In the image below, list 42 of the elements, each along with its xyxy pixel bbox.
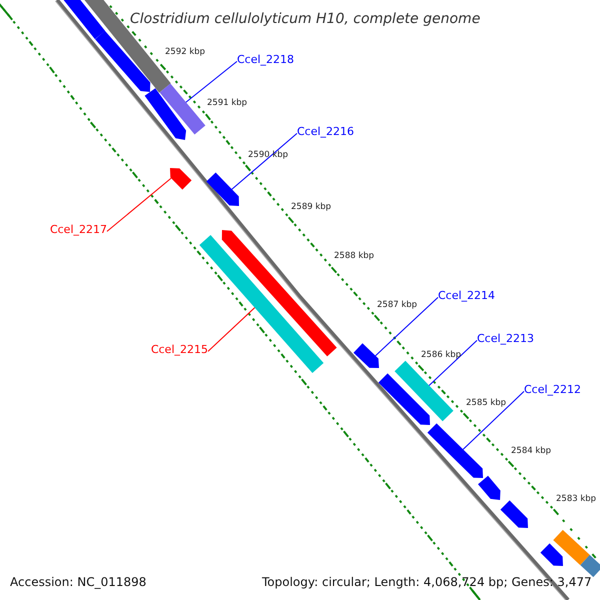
gene-feature	[206, 172, 239, 206]
tick-label: 2592 kbp	[165, 47, 206, 58]
genome-info-text: Accession: NC_011898	[10, 575, 146, 590]
genome-info-text: Topology: circular; Length: 4,068,724 bp; Genes: 3,477	[262, 575, 592, 590]
gene-feature	[144, 88, 186, 140]
gene-feature	[170, 168, 192, 190]
gene-feature	[580, 554, 600, 578]
tick-label: 2586 kbp	[421, 350, 462, 361]
gene-label: Ccel_2217	[50, 223, 107, 237]
leader-line	[185, 60, 238, 103]
gene-feature	[478, 476, 500, 500]
tick-label: 2590 kbp	[248, 150, 288, 161]
gene-label: Ccel_2213	[477, 332, 534, 346]
leader-line	[462, 390, 524, 450]
tick-label: 2584 kbp	[511, 446, 552, 457]
leader-line	[428, 340, 478, 386]
gene-label: Ccel_2218	[237, 53, 294, 67]
leader-line	[208, 307, 256, 352]
gene-feature	[95, 30, 150, 92]
gene-label: Ccel_2215	[150, 343, 208, 357]
gene-feature	[394, 360, 454, 422]
tick-label: 2588 kbp	[334, 251, 374, 262]
tick-label: 2589 kbp	[291, 202, 332, 213]
gene-feature	[354, 343, 379, 368]
tick-label: 2587 kbp	[377, 300, 418, 311]
gene-feature	[553, 530, 590, 566]
tick-label: 2583 kbp	[556, 494, 596, 505]
gene-feature	[540, 543, 563, 566]
gene-label: Ccel_2216	[297, 125, 354, 139]
leader-line	[375, 296, 438, 356]
gene-feature	[500, 500, 528, 528]
leader-line	[106, 178, 172, 232]
gene-feature	[160, 84, 206, 134]
gene-feature	[62, 0, 106, 40]
map-title: Clostridium cellulolyticum H10, complete genome	[130, 10, 480, 29]
gene-label: Ccel_2212	[524, 383, 582, 397]
gene-label: Ccel_2214	[438, 289, 496, 303]
tick-label: 2591 kbp	[207, 98, 248, 109]
gene-feature	[378, 373, 430, 425]
gene-feature	[427, 423, 483, 478]
leader-line	[231, 132, 298, 190]
tick-label: 2585 kbp	[466, 398, 506, 409]
